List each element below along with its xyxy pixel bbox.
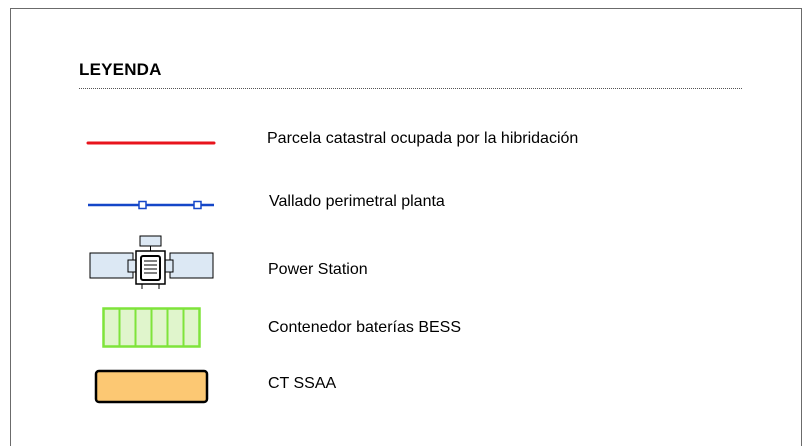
legend-title: LEYENDA — [79, 60, 162, 79]
red-line-icon — [86, 141, 216, 145]
legend-item-label-ct-ssaa: CT SSAA — [268, 375, 337, 392]
title-divider — [79, 88, 742, 89]
legend-item-label-vallado: Vallado perimetral planta — [269, 193, 445, 210]
legend-item-label-bess: Contenedor baterías BESS — [268, 319, 462, 336]
power-station-icon — [89, 235, 214, 289]
blue-fence-line-icon — [88, 200, 214, 210]
bess-container-icon — [102, 307, 201, 348]
legend-item-label-power-station: Power Station — [268, 261, 368, 278]
legend-item-label-parcela: Parcela catastral ocupada por la hibrida… — [267, 130, 579, 147]
ct-ssaa-icon — [94, 369, 209, 404]
